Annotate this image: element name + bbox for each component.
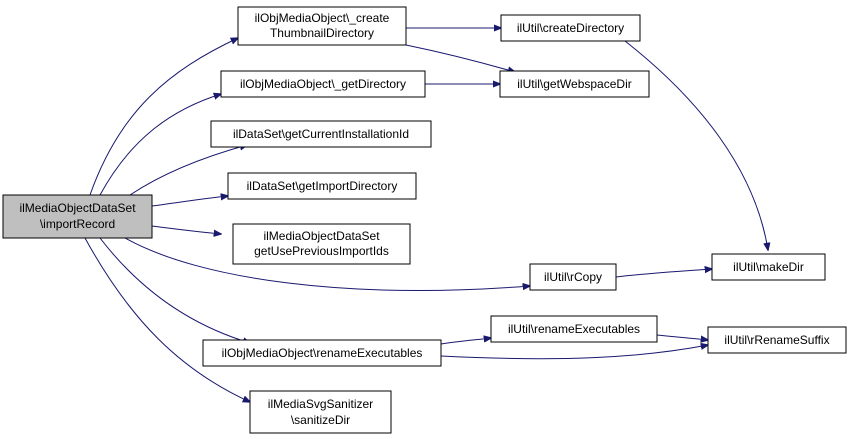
node-get-current-installation-id-label: ilDataSet\getCurrentInstallationId [233, 127, 409, 141]
edge-rename-obj-to-rename-util [440, 338, 491, 345]
edge-root-to-get-installation-id [129, 145, 247, 196]
node-create-thumbnail-line2: ThumbnailDirectory [270, 26, 374, 40]
edge-root-to-get-import-directory [151, 196, 228, 207]
node-sanitize-dir[interactable]: ilMediaSvgSanitizer \sanitizeDir [249, 390, 392, 434]
node-root-line2: \importRecord [40, 217, 115, 231]
node-create-directory[interactable]: ilUtil\createDirectory [500, 14, 641, 42]
node-get-use-previous-import-ids[interactable]: ilMediaObjectDataSet getUsePreviousImpor… [232, 223, 411, 265]
edge-rename-util-to-rrename-suffix [656, 334, 708, 340]
node-get-directory[interactable]: ilObjMediaObject\_getDirectory [220, 70, 426, 98]
edge-root-to-rename-exec-obj [99, 237, 250, 343]
node-get-webspace-dir-label: ilUtil\getWebspaceDir [517, 77, 632, 91]
node-get-use-previous-line1: ilMediaObjectDataSet [263, 229, 380, 243]
node-get-current-installation-id[interactable]: ilDataSet\getCurrentInstallationId [210, 120, 432, 148]
node-get-webspace-dir[interactable]: ilUtil\getWebspaceDir [499, 70, 650, 98]
node-util-rename-executables-label: ilUtil\renameExecutables [508, 322, 640, 336]
node-get-use-previous-line2: getUsePreviousImportIds [254, 244, 389, 258]
node-root[interactable]: ilMediaObjectDataSet \importRecord [2, 194, 153, 239]
node-create-thumbnail-directory[interactable]: ilObjMediaObject\_create ThumbnailDirect… [237, 6, 407, 46]
node-create-thumbnail-line1: ilObjMediaObject\_create [255, 11, 390, 25]
node-obj-rename-executables[interactable]: ilObjMediaObject\renameExecutables [202, 339, 442, 367]
node-make-dir-label: ilUtil\makeDir [733, 260, 804, 274]
node-rcopy[interactable]: ilUtil\rCopy [529, 263, 617, 291]
edge-rcopy-to-make-dir [615, 269, 712, 278]
edges [84, 28, 768, 402]
node-sanitize-dir-line1: ilMediaSvgSanitizer [268, 397, 373, 411]
node-sanitize-dir-line2: \sanitizeDir [291, 413, 350, 427]
node-make-dir[interactable]: ilUtil\makeDir [711, 253, 826, 281]
edge-root-to-rcopy [124, 237, 530, 291]
node-rcopy-label: ilUtil\rCopy [544, 270, 602, 284]
edge-root-to-create-thumbnail [89, 38, 238, 196]
node-util-rename-executables[interactable]: ilUtil\renameExecutables [490, 315, 658, 343]
edge-rename-obj-to-rrename-suffix [440, 345, 708, 360]
edge-root-to-sanitize [84, 237, 250, 402]
edge-root-to-get-use-previous [151, 225, 221, 234]
node-get-import-directory-label: ilDataSet\getImportDirectory [247, 179, 398, 193]
node-obj-rename-executables-label: ilObjMediaObject\renameExecutables [222, 346, 423, 360]
edge-create-dir-to-make-dir [624, 40, 768, 250]
edge-create-thumb-to-webspace [405, 44, 515, 72]
node-root-line1: ilMediaObjectDataSet [19, 201, 136, 215]
edge-root-to-get-directory [99, 94, 221, 196]
node-create-directory-label: ilUtil\createDirectory [517, 21, 624, 35]
node-rrename-suffix[interactable]: ilUtil\rRenameSuffix [707, 326, 847, 354]
node-get-import-directory[interactable]: ilDataSet\getImportDirectory [227, 172, 417, 200]
node-get-directory-label: ilObjMediaObject\_getDirectory [240, 77, 406, 91]
node-rrename-suffix-label: ilUtil\rRenameSuffix [724, 333, 829, 347]
